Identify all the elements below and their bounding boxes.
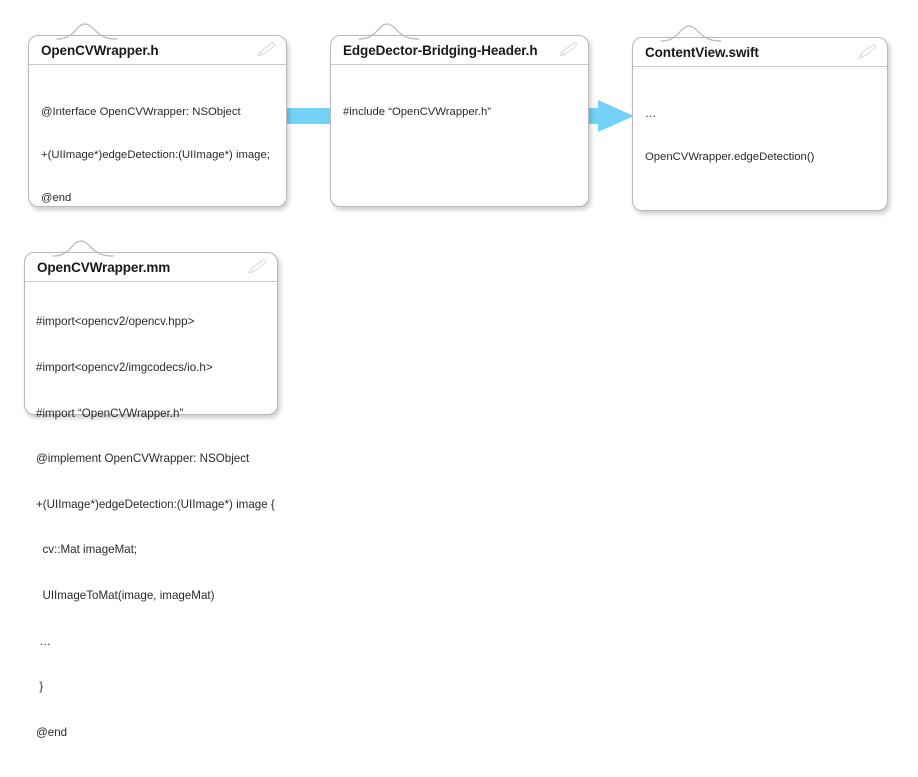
- code-line: +(UIImage*)edgeDetection:(UIImage*) imag…: [41, 149, 270, 162]
- code-line: OpenCVWrapper.edgeDetection(): [645, 151, 815, 164]
- note-card-opencvwrapper-mm[interactable]: OpenCVWrapper.mm #import<opencv2/opencv.…: [24, 240, 278, 739]
- diagram-canvas: OpenCVWrapper.h @Interface OpenCVWrapper…: [24, 23, 888, 739]
- card-body: @Interface OpenCVWrapper: NSObject +(UII…: [29, 65, 286, 241]
- code-line: …: [645, 108, 657, 121]
- code-line: #import “OpenCVWrapper.h”: [36, 406, 184, 420]
- card-header: EdgeDector-Bridging-Header.h: [331, 36, 588, 65]
- card-header: OpenCVWrapper.mm: [25, 253, 277, 282]
- card-body: #import<opencv2/opencv.hpp> #import<open…: [25, 282, 277, 777]
- code-line: cv::Mat imageMat;: [36, 543, 138, 557]
- pencil-icon[interactable]: [558, 41, 580, 59]
- card-body: #include “OpenCVWrapper.h”: [331, 65, 588, 156]
- code-line: #include “OpenCVWrapper.h”: [343, 106, 491, 119]
- pencil-icon[interactable]: [857, 43, 879, 61]
- code-line: UIImageToMat(image, imageMat): [36, 589, 215, 603]
- note-card-bridging-header[interactable]: EdgeDector-Bridging-Header.h #include “O…: [330, 23, 589, 207]
- code-line: @Interface OpenCVWrapper: NSObject: [41, 106, 241, 119]
- card-title: OpenCVWrapper.mm: [37, 260, 171, 275]
- note-card-opencvwrapper-h[interactable]: OpenCVWrapper.h @Interface OpenCVWrapper…: [28, 23, 287, 207]
- code-line: #import<opencv2/imgcodecs/io.h>: [36, 361, 213, 375]
- card-header: ContentView.swift: [633, 38, 887, 67]
- pencil-icon[interactable]: [256, 41, 278, 59]
- pencil-icon[interactable]: [247, 258, 269, 276]
- card-title: ContentView.swift: [645, 45, 759, 60]
- code-line: @end: [36, 725, 68, 739]
- code-line: @end: [41, 191, 72, 204]
- card-header: OpenCVWrapper.h: [29, 36, 286, 65]
- card-title: OpenCVWrapper.h: [41, 43, 159, 58]
- card-title: EdgeDector-Bridging-Header.h: [343, 43, 538, 58]
- code-line: }: [36, 680, 44, 694]
- card-body: … OpenCVWrapper.edgeDetection(): [633, 67, 887, 201]
- note-card-contentview-swift[interactable]: ContentView.swift … OpenCVWrapper.edgeDe…: [632, 25, 888, 211]
- code-line: @implement OpenCVWrapper: NSObject: [36, 452, 250, 466]
- code-line: …: [36, 634, 51, 648]
- code-line: #import<opencv2/opencv.hpp>: [36, 315, 195, 329]
- code-line: +(UIImage*)edgeDetection:(UIImage*) imag…: [36, 497, 275, 511]
